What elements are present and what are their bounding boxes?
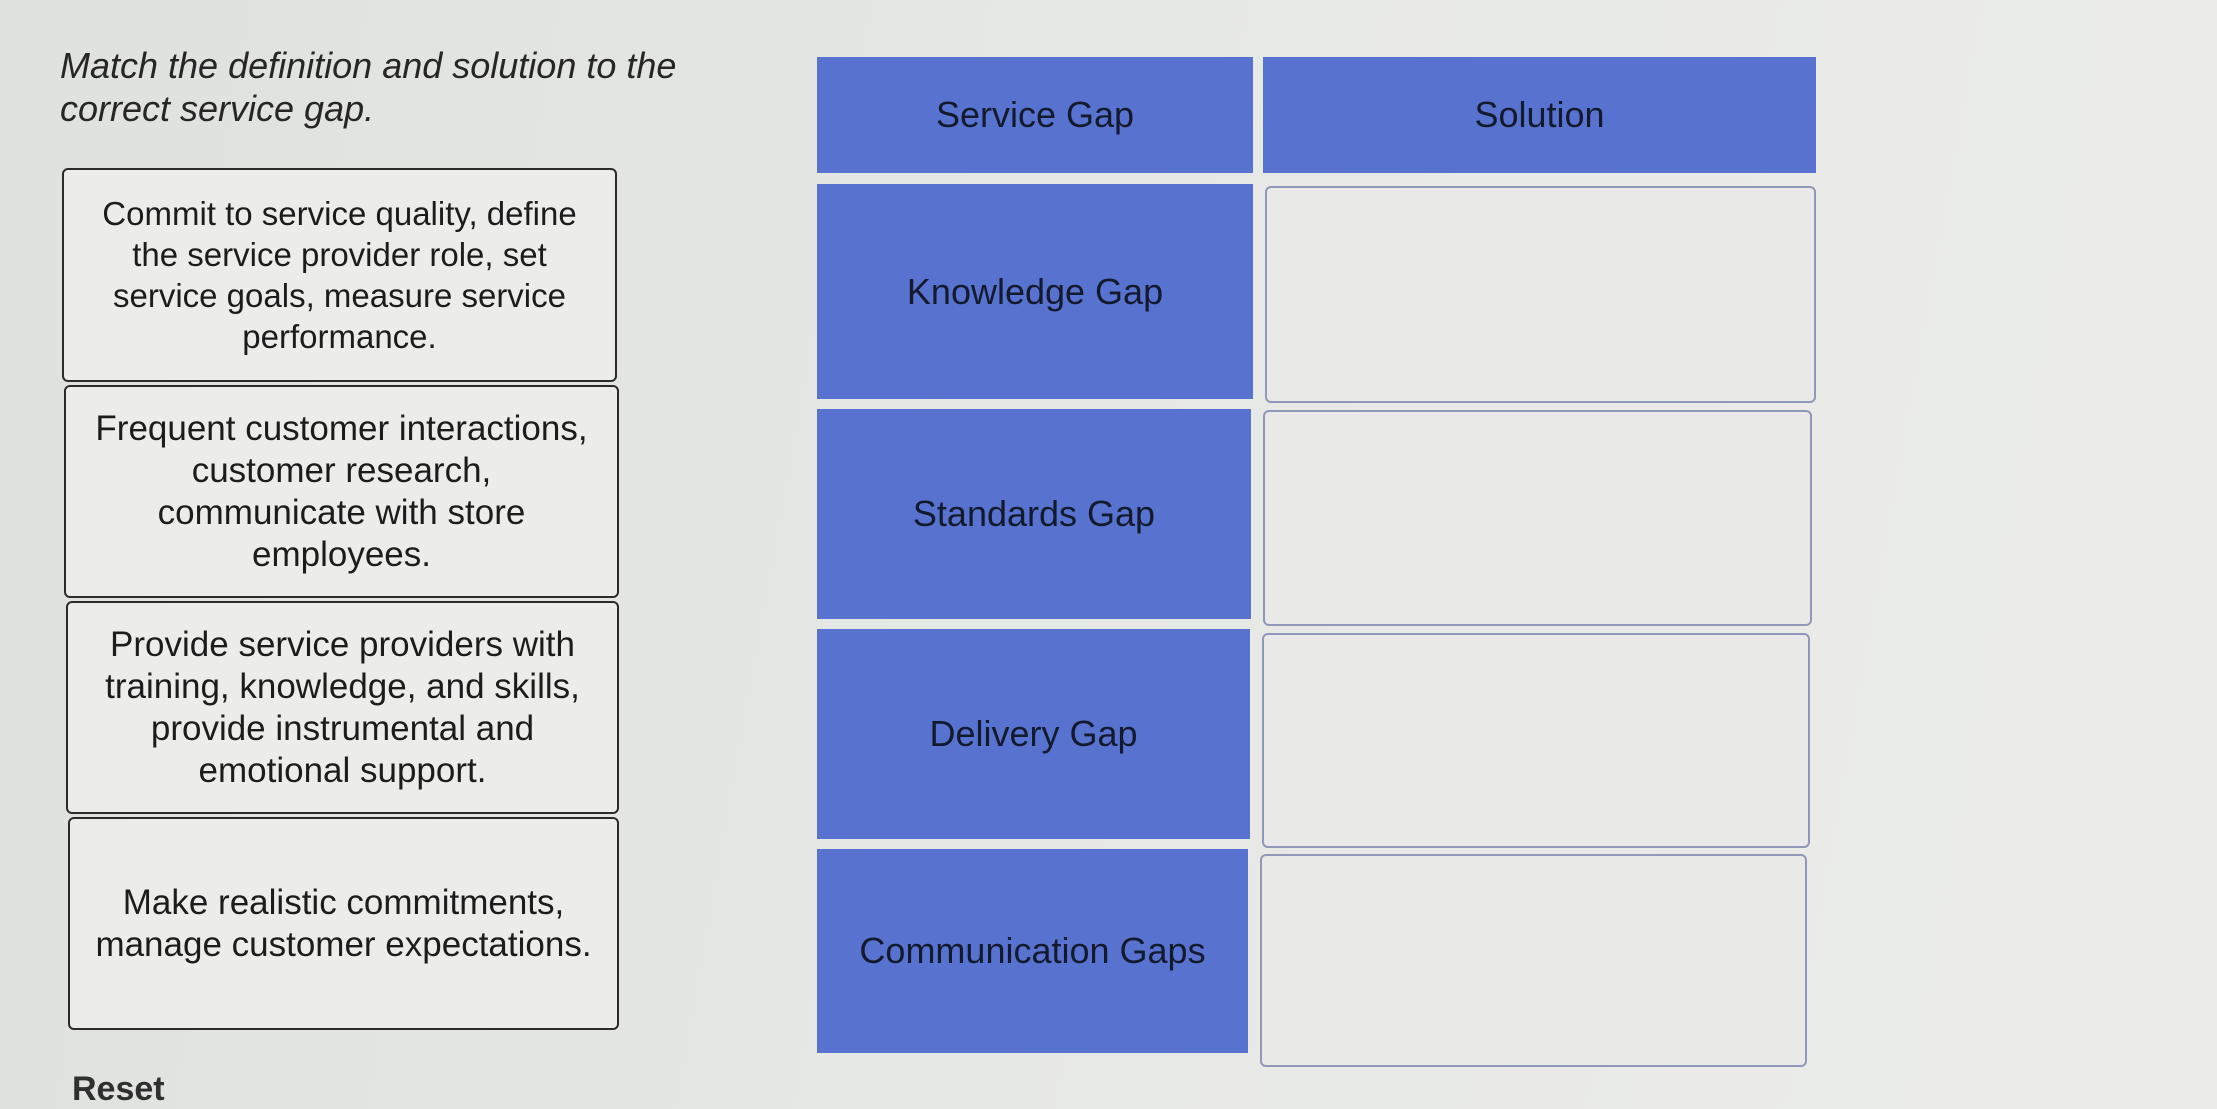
- reset-button[interactable]: Reset: [72, 1070, 165, 1108]
- service-gap-cell: Delivery Gap: [817, 629, 1250, 839]
- draggable-definition-card[interactable]: Provide service providers with training,…: [66, 601, 619, 814]
- card-text: Provide service providers with training,…: [105, 624, 580, 790]
- service-gap-column-header: Service Gap: [817, 57, 1253, 173]
- service-gap-cell: Communication Gaps: [817, 849, 1248, 1053]
- solution-drop-zone[interactable]: [1260, 854, 1807, 1067]
- solution-drop-zone[interactable]: [1265, 186, 1816, 403]
- card-text: Frequent customer interactions, customer…: [95, 408, 588, 574]
- solution-drop-zone[interactable]: [1263, 410, 1812, 626]
- card-text: Commit to service quality, define the se…: [102, 195, 577, 355]
- instructions-text: Match the definition and solution to the…: [60, 45, 677, 129]
- draggable-definition-card[interactable]: Make realistic commitments, manage custo…: [68, 817, 619, 1030]
- solution-column-header: Solution: [1263, 57, 1816, 173]
- solution-drop-zone[interactable]: [1262, 633, 1810, 848]
- service-gap-cell: Standards Gap: [817, 409, 1251, 619]
- draggable-definition-card[interactable]: Commit to service quality, define the se…: [62, 168, 617, 382]
- card-text: Make realistic commitments, manage custo…: [95, 882, 592, 964]
- service-gap-cell: Knowledge Gap: [817, 184, 1253, 399]
- draggable-definition-card[interactable]: Frequent customer interactions, customer…: [64, 385, 619, 598]
